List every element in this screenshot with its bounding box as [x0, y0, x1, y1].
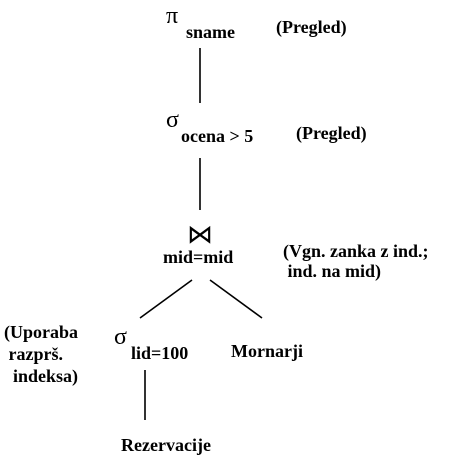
selection-rating-symbol: σ [166, 107, 179, 133]
join-annotation-line-2: ind. na mid) [283, 261, 382, 281]
projection-annotation: (Pregled) [276, 17, 347, 37]
selection-lid-annotation-line-3: indeksa) [4, 366, 79, 386]
selection-rating-annotation: (Pregled) [296, 123, 367, 143]
join-annotation-line-1: (Vgn. zanka z ind.; [283, 241, 429, 261]
edge-join-sailors [209, 279, 263, 319]
projection-symbol: π [166, 3, 179, 29]
selection-lid-annotation-line-1: (Uporaba [4, 322, 79, 342]
selection-lid-symbol: σ [114, 324, 127, 350]
relation-reservations: Rezervacije [121, 435, 211, 455]
relation-sailors: Mornarji [231, 341, 303, 361]
selection-rating-condition: ocena > 5 [181, 126, 254, 146]
join-symbol: ⋈ [187, 220, 213, 249]
join-condition: mid=mid [163, 247, 234, 267]
edge-join-selection-lid [139, 279, 193, 319]
projection-attributes: sname [186, 22, 235, 42]
selection-lid-condition: lid=100 [131, 343, 189, 363]
selection-lid-annotation-line-2: razprš. [4, 344, 63, 364]
